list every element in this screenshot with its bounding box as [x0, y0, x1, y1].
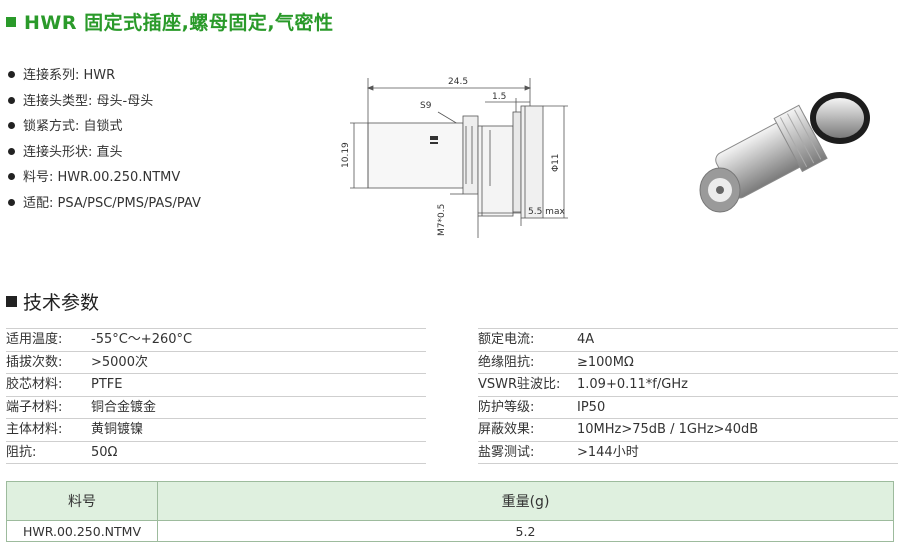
- page-title: HWR 固定式插座,螺母固定,气密性: [6, 8, 334, 35]
- param-row: 额定电流:4A: [478, 328, 898, 351]
- bullet-icon: [8, 198, 15, 206]
- technical-drawing: 24.5 S9 1.5 10.19 Φ11 M7*0.5 5.5 max: [341, 77, 568, 238]
- param-row: 绝缘阻抗:≥100MΩ: [478, 350, 898, 374]
- param-row: 盐雾测试:>144小时: [478, 440, 898, 464]
- connector-photo: [699, 92, 870, 213]
- bullet-icon: [8, 173, 15, 180]
- header-part-number: 料号: [6, 481, 158, 521]
- param-row: 屏蔽效果:10MHz>75dB / 1GHz>40dB: [478, 418, 898, 441]
- spec-item: 料号: HWR.00.250.NTMV: [8, 165, 201, 191]
- bullet-icon: [8, 71, 15, 78]
- cell-weight: 5.2: [157, 520, 894, 542]
- cell-part-number: HWR.00.250.NTMV: [6, 520, 158, 542]
- param-row: 阻抗:50Ω: [6, 440, 426, 464]
- param-row: 插拔次数:>5000次: [6, 350, 426, 374]
- spec-item: 连接头形状: 直头: [8, 140, 201, 166]
- section-square-icon: [6, 296, 17, 307]
- dim-thread-label: M7*0.5: [437, 204, 447, 236]
- param-row: 胶芯材料:PTFE: [6, 373, 426, 396]
- weight-table: 料号 重量(g) HWR.00.250.NTMV 5.2: [6, 481, 894, 542]
- spec-list: 连接系列: HWR 连接头类型: 母头-母头 锁紧方式: 自锁式 连接头形状: …: [8, 63, 201, 216]
- dim-flange-label: 1.5: [492, 92, 506, 102]
- dim-wrench-label: S9: [420, 101, 432, 111]
- title-square-icon: [6, 16, 16, 27]
- params-right-table: 额定电流:4A 绝缘阻抗:≥100MΩ VSWR驻波比:1.09+0.11*f/…: [478, 328, 898, 464]
- spec-item: 锁紧方式: 自锁式: [8, 114, 201, 140]
- params-left-table: 适用温度:-55°C～+260°C 插拔次数:>5000次 胶芯材料:PTFE …: [6, 328, 426, 464]
- table-row: HWR.00.250.NTMV 5.2: [6, 520, 894, 542]
- title-text: HWR 固定式插座,螺母固定,气密性: [24, 12, 334, 34]
- dim-max-label: 5.5 max: [528, 207, 565, 217]
- bullet-icon: [8, 96, 15, 104]
- dim-height-label: 10.19: [341, 142, 351, 168]
- dim-diameter-label: Φ11: [551, 153, 561, 172]
- section-title-text: 技术参数: [23, 292, 100, 314]
- bullet-icon: [8, 147, 15, 155]
- param-row: 主体材料:黄铜镀镍: [6, 418, 426, 441]
- param-row: 端子材料:铜合金镀金: [6, 395, 426, 419]
- spec-item: 适配: PSA/PSC/PMS/PAS/PAV: [8, 191, 201, 217]
- dim-length-label: 24.5: [448, 77, 468, 87]
- param-row: 防护等级:IP50: [478, 395, 898, 419]
- param-row: 适用温度:-55°C～+260°C: [6, 328, 426, 351]
- spec-item: 连接头类型: 母头-母头: [8, 89, 201, 115]
- weight-table-header: 料号 重量(g): [6, 481, 894, 521]
- param-row: VSWR驻波比:1.09+0.11*f/GHz: [478, 373, 898, 396]
- section-title: 技术参数: [6, 288, 99, 315]
- spec-item: 连接系列: HWR: [8, 63, 201, 89]
- bullet-icon: [8, 122, 15, 129]
- header-weight: 重量(g): [157, 481, 894, 521]
